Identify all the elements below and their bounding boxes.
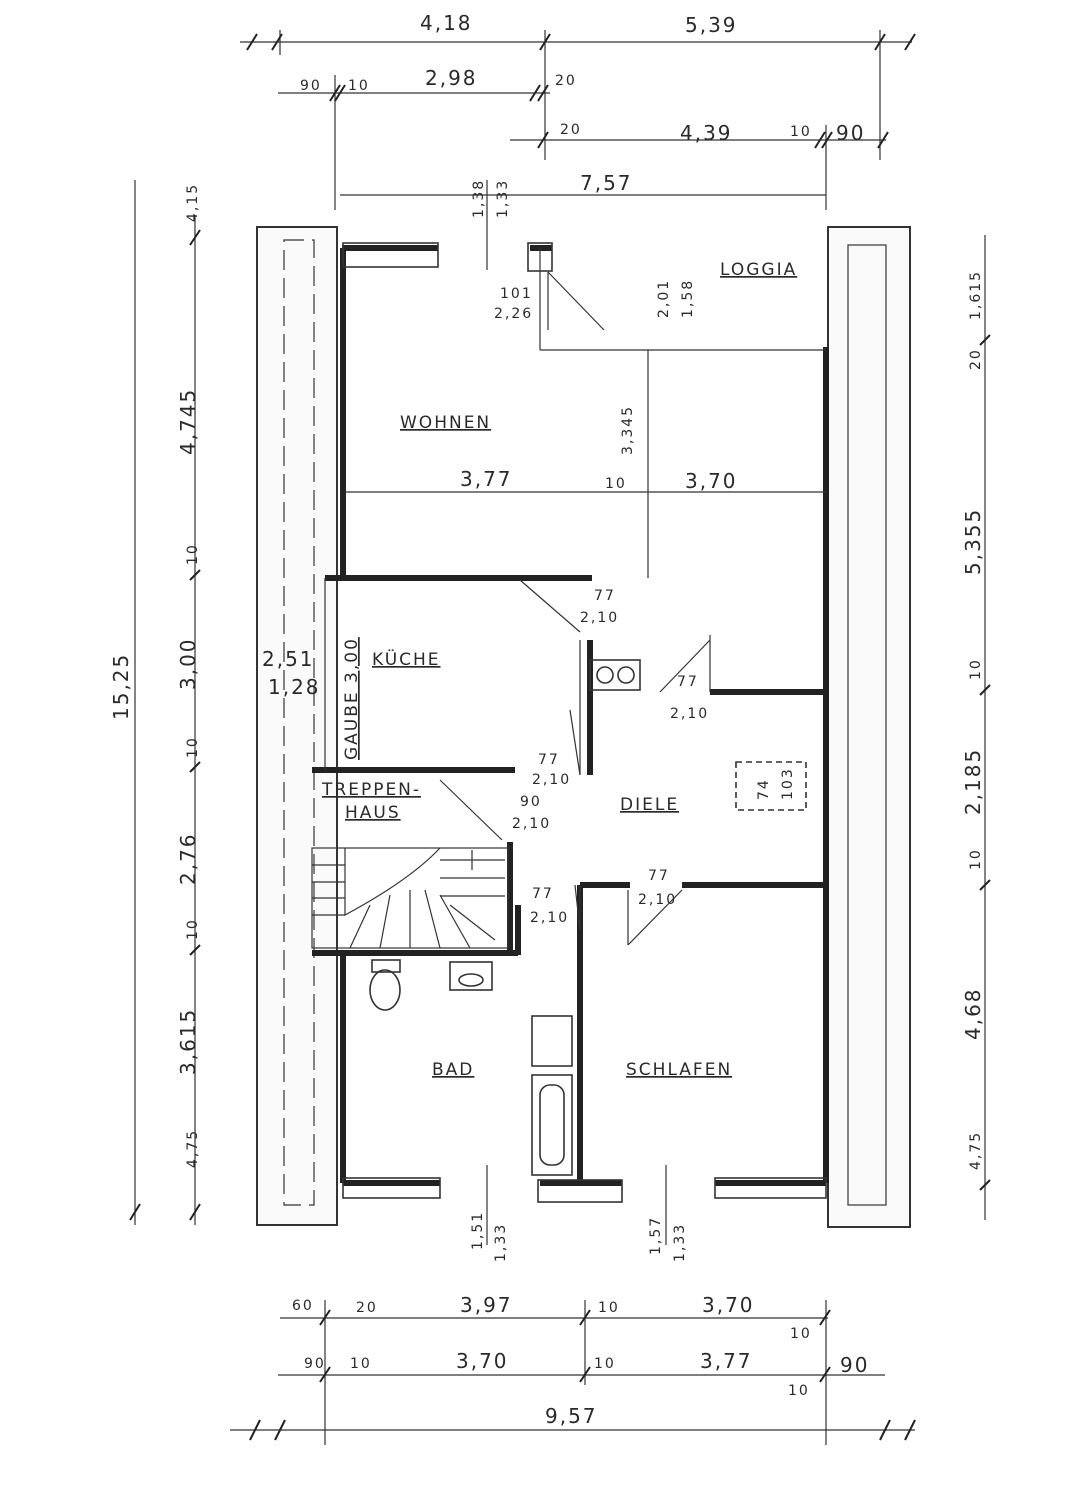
dim-bottom-win1-1: 1,51 — [470, 1211, 486, 1250]
dim-loggia-door-1: 101 — [500, 286, 533, 302]
dim-bottom-row1-b: 20 — [356, 1300, 378, 1316]
dim-loggia-door-2: 2,26 — [494, 306, 533, 322]
fixtures — [369, 659, 807, 1176]
room-wohnen: WOHNEN — [400, 413, 491, 433]
room-schlafen: SCHLAFEN — [626, 1060, 732, 1080]
dim-window-top-1: 1,38 — [471, 179, 487, 218]
schrank-width: 74 — [756, 778, 772, 800]
door-6-width: 77 — [648, 868, 670, 884]
dim-left-i: 4,75 — [185, 1129, 201, 1168]
dim-window-top-2: 1,33 — [495, 179, 511, 218]
door-4-width: 90 — [520, 794, 542, 810]
dim-top-row1-right: 5,39 — [685, 13, 738, 37]
dim-bottom-row1-d: 10 — [598, 1300, 620, 1316]
room-gaube: GAUBE 3,00 — [342, 637, 362, 760]
dim-top-row3-a: 20 — [560, 122, 582, 138]
dimension-ticks — [129, 33, 991, 1441]
room-kueche: KÜCHE — [372, 648, 441, 670]
walls — [312, 245, 829, 1186]
door-5-width: 77 — [532, 886, 554, 902]
door-swings — [439, 271, 711, 946]
dim-bottom-row1-f: 10 — [790, 1326, 812, 1342]
dim-right-d: 10 — [968, 658, 984, 680]
dim-top-row3-b: 4,39 — [680, 121, 733, 145]
right-gable-inner-line — [847, 244, 887, 1206]
dim-bottom-row2-c: 3,70 — [456, 1349, 509, 1373]
dim-bottom-row2-g: 90 — [840, 1353, 869, 1377]
door-5-height: 2,10 — [530, 910, 569, 926]
dim-top-row2-b: 10 — [348, 78, 370, 94]
dim-bottom-row2-f: 10 — [788, 1383, 810, 1399]
dim-left-f: 2,76 — [176, 832, 200, 885]
dim-left-e: 10 — [185, 736, 201, 758]
room-bad: BAD — [432, 1060, 474, 1080]
dim-left-d: 3,00 — [176, 637, 200, 690]
left-gable-inner-line — [283, 239, 315, 1206]
dim-gaube-win-1: 2,51 — [262, 647, 315, 671]
dim-bottom-row1-c: 3,97 — [460, 1293, 513, 1317]
door-2-height: 2,10 — [670, 706, 709, 722]
door-2-width: 77 — [677, 674, 699, 690]
dim-right-c: 5,355 — [961, 508, 985, 575]
dim-gaube-win-2: 1,28 — [268, 675, 321, 699]
door-3-width: 77 — [538, 752, 560, 768]
dim-left-b: 4,745 — [176, 388, 200, 455]
dim-bottom-win2-1: 1,57 — [648, 1216, 664, 1255]
room-loggia: LOGGIA — [720, 260, 797, 280]
door-6-height: 2,10 — [638, 892, 677, 908]
dim-wohnen-left: 3,77 — [460, 467, 513, 491]
dim-top-row2-a: 90 — [300, 78, 322, 94]
dim-top-row2-c: 2,98 — [425, 66, 478, 90]
right-gable-wall — [827, 226, 911, 1228]
dim-right-a: 1,615 — [968, 270, 984, 320]
staircase — [311, 847, 509, 949]
dim-bottom-row2-e: 3,77 — [700, 1349, 753, 1373]
dim-bottom-row2-b: 10 — [350, 1356, 372, 1372]
dim-top-row3-d: 90 — [836, 121, 865, 145]
dim-left-g: 10 — [185, 918, 201, 940]
dim-wohnen-height: 3,345 — [620, 405, 636, 455]
room-treppenhaus-1: TREPPEN- — [321, 780, 421, 800]
dim-bottom-row2-d: 10 — [594, 1356, 616, 1372]
dim-left-total: 15,25 — [109, 653, 133, 720]
dim-top-row3-c: 10 — [790, 124, 812, 140]
room-treppenhaus-2: HAUS — [345, 803, 401, 823]
dim-bottom-total: 9,57 — [545, 1404, 598, 1428]
dim-bottom-row1-a: 60 — [292, 1298, 314, 1314]
dim-left-c: 10 — [185, 543, 201, 565]
door-4-height: 2,10 — [512, 816, 551, 832]
dim-bottom-row2-a: 90 — [304, 1356, 326, 1372]
windows — [342, 242, 827, 1203]
dim-top-row4: 7,57 — [580, 171, 633, 195]
dim-bottom-win2-2: 1,33 — [672, 1223, 688, 1262]
room-diele: DIELE — [620, 795, 679, 815]
dim-bottom-win1-2: 1,33 — [493, 1223, 509, 1262]
dim-right-h: 4,75 — [968, 1131, 984, 1170]
dim-left-a: 4,15 — [185, 183, 201, 222]
dim-wohnen-right: 3,70 — [685, 469, 738, 493]
dim-right-g: 4,68 — [961, 987, 985, 1040]
dim-top-row1-left: 4,18 — [420, 11, 473, 35]
door-3-height: 2,10 — [532, 772, 571, 788]
dim-bottom-row1-e: 3,70 — [702, 1293, 755, 1317]
dim-right-e: 2,185 — [961, 748, 985, 815]
dim-top-row2-d: 20 — [555, 73, 577, 89]
door-1-width: 77 — [594, 588, 616, 604]
schrank-height: 103 — [780, 767, 796, 800]
dimension-lines — [134, 30, 986, 1445]
door-1-height: 2,10 — [580, 610, 619, 626]
dim-right-f: 10 — [968, 848, 984, 870]
dim-right-b: 20 — [968, 348, 984, 370]
left-gable-wall — [256, 226, 338, 1226]
dim-left-h: 3,615 — [176, 1008, 200, 1075]
dim-loggia-win-2: 1,58 — [680, 279, 696, 318]
dim-wohnen-mid: 10 — [605, 476, 627, 492]
dim-loggia-win-1: 2,01 — [656, 279, 672, 318]
